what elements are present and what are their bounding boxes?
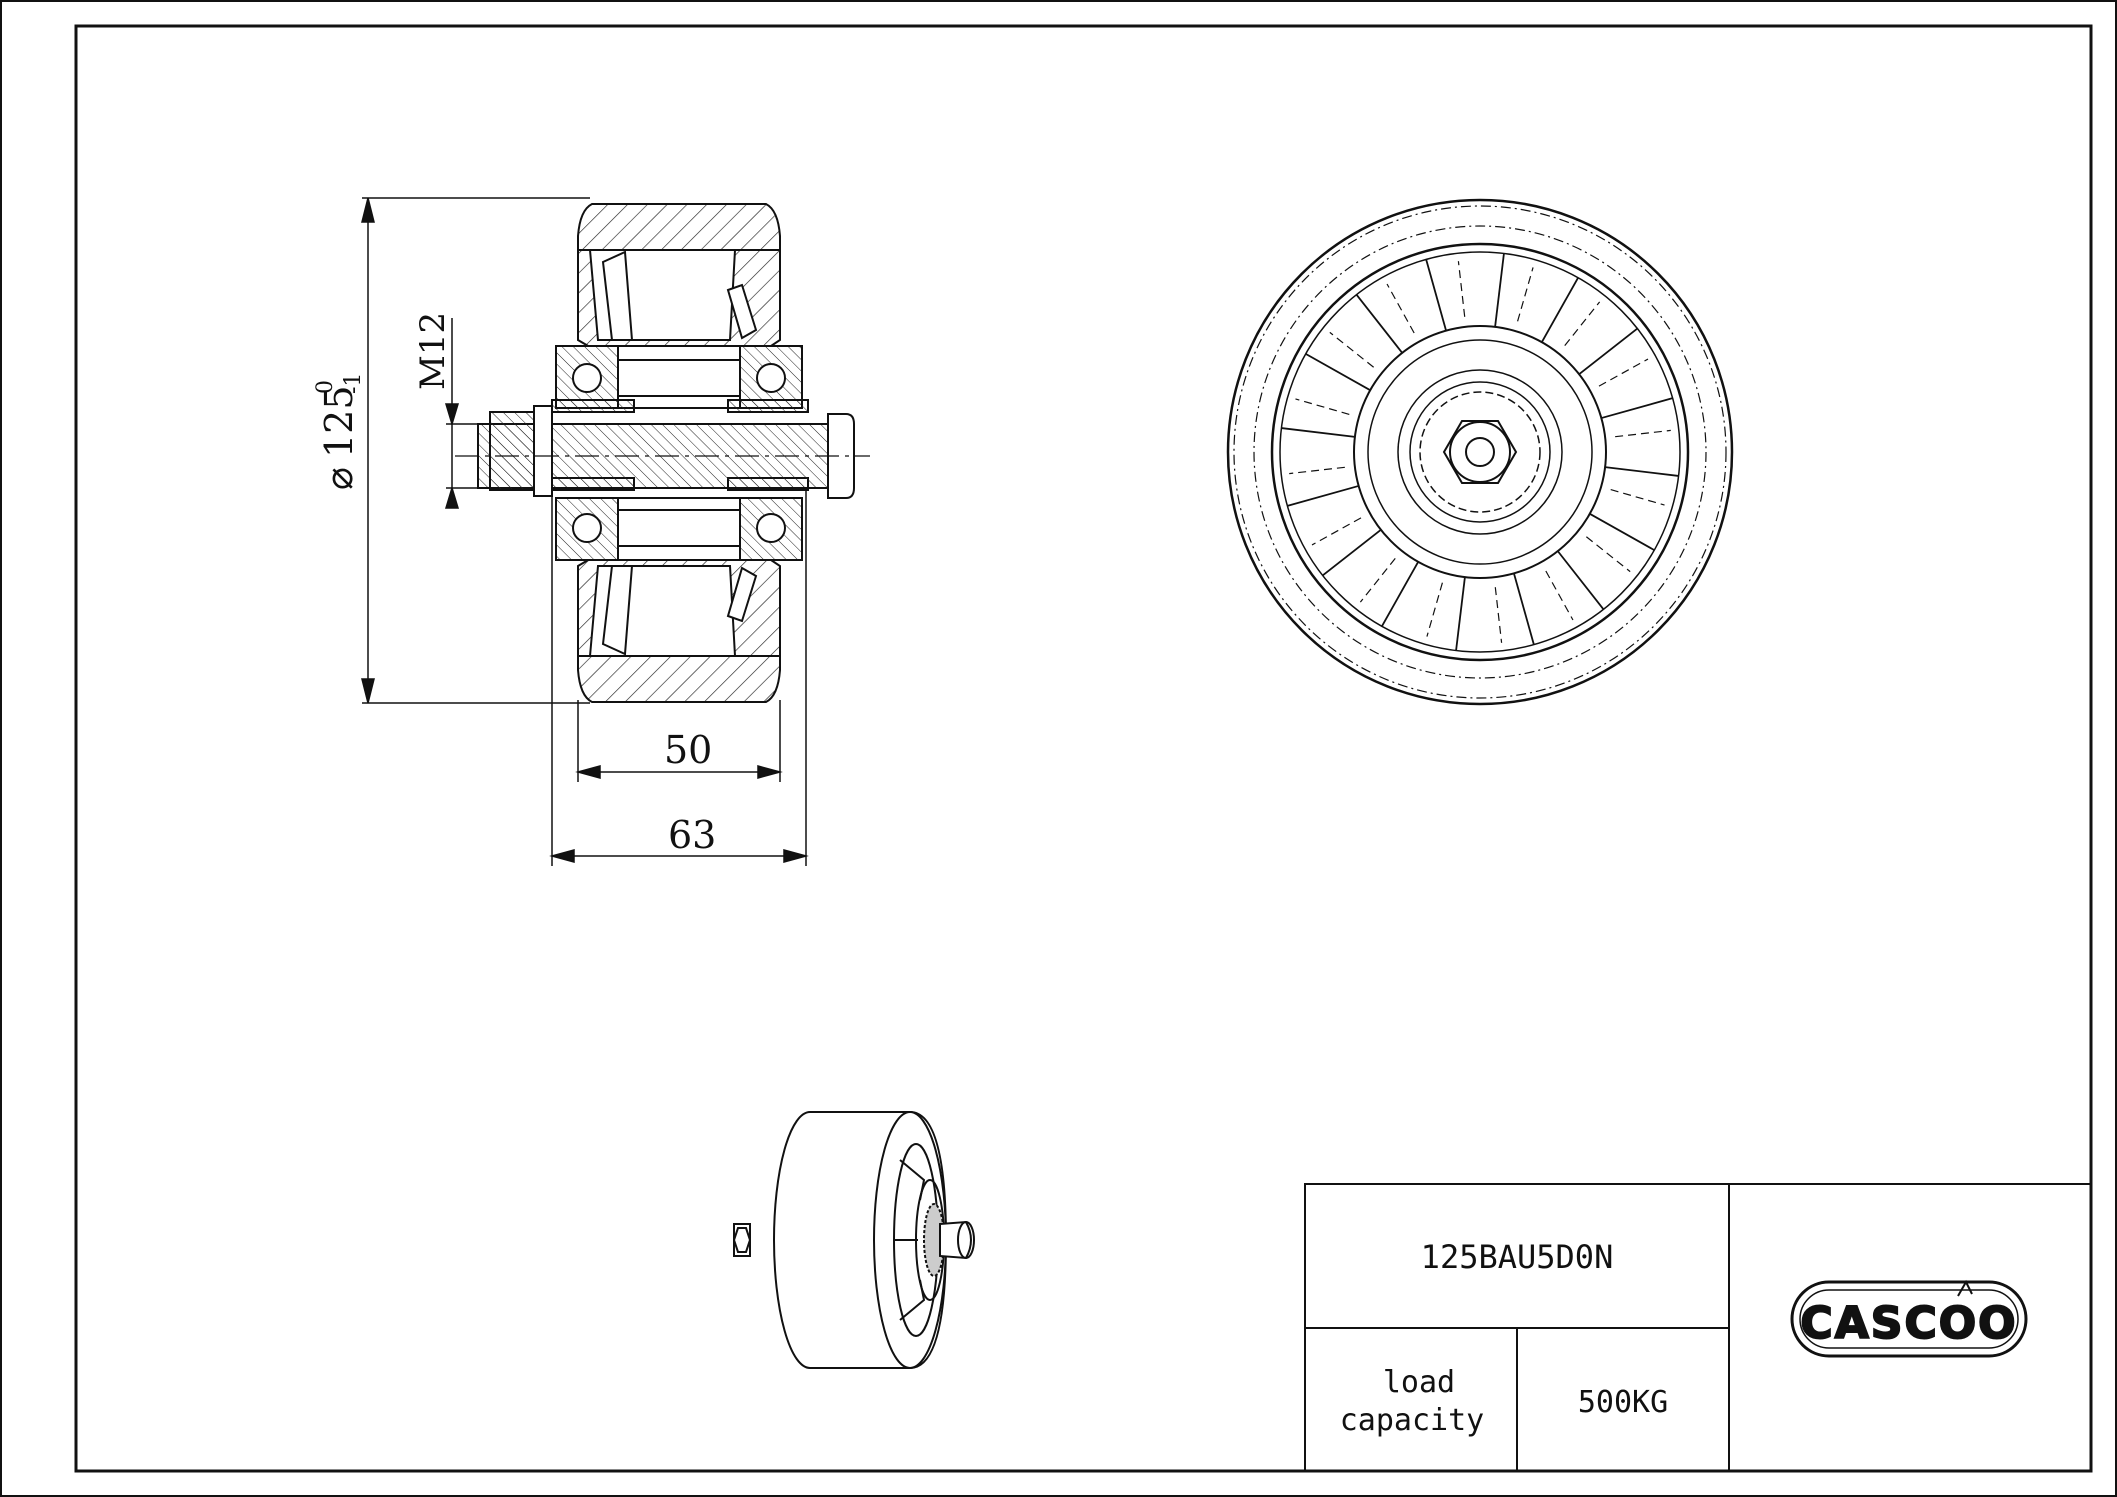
- load-value: 500KG: [1578, 1385, 1668, 1420]
- section-view: [455, 203, 870, 703]
- logo-text: CASCOO: [1800, 1298, 2017, 1349]
- diameter-symbol: ⌀: [317, 467, 361, 490]
- front-spoke: [1322, 529, 1382, 577]
- axle-nut: [489, 411, 535, 491]
- front-spoke: [1557, 550, 1605, 610]
- front-spoke: [1601, 397, 1673, 419]
- front-spoke-hidden: [1359, 557, 1396, 603]
- front-spoke-hidden: [1386, 283, 1415, 334]
- front-spoke: [1604, 466, 1679, 477]
- front-spoke: [1578, 327, 1638, 375]
- load-label-line1: load: [1383, 1365, 1455, 1400]
- front-spoke: [1494, 253, 1505, 328]
- front-spoke-hidden: [1564, 301, 1601, 347]
- front-spoke-hidden: [1494, 587, 1503, 643]
- front-spoke-hidden: [1585, 536, 1631, 573]
- dimensions: [361, 197, 809, 866]
- isometric-view: [732, 1111, 975, 1369]
- diameter-value: 125: [317, 385, 361, 458]
- load-label-line2: capacity: [1340, 1403, 1485, 1438]
- thread-label: M12: [413, 312, 453, 390]
- tolerance-lower: -1: [341, 373, 366, 394]
- front-spoke-hidden: [1610, 489, 1665, 506]
- front-spoke: [1281, 427, 1356, 438]
- logo-arrow-icon: [1957, 1279, 1973, 1297]
- front-spoke-hidden: [1311, 517, 1362, 546]
- tire-bottom: [577, 655, 781, 703]
- width-inner-label: 50: [664, 728, 712, 772]
- inner-frame: [74, 24, 2093, 1473]
- front-spoke: [1305, 353, 1371, 391]
- cascoo-logo: CASCOO: [1790, 1279, 2028, 1358]
- tolerance-upper: 0: [313, 380, 338, 394]
- front-spoke: [1355, 294, 1403, 354]
- front-spoke-hidden: [1289, 466, 1345, 475]
- front-spoke-hidden: [1426, 582, 1443, 637]
- front-spoke-hidden: [1615, 429, 1671, 438]
- front-spoke: [1589, 513, 1655, 551]
- front-spoke: [1455, 576, 1466, 651]
- front-spoke-hidden: [1457, 261, 1466, 317]
- front-spoke: [1541, 277, 1579, 343]
- front-view: [1226, 198, 1734, 706]
- diameter-label: ⌀ 125 0 -1: [313, 373, 366, 490]
- front-spoke: [1287, 485, 1359, 507]
- front-spoke-hidden: [1295, 398, 1350, 415]
- tire-top: [577, 203, 781, 251]
- front-spoke-hidden: [1329, 331, 1375, 368]
- front-spoke-hidden: [1598, 358, 1649, 387]
- front-spoke: [1425, 259, 1447, 331]
- width-outer-label: 63: [668, 813, 716, 857]
- front-spoke: [1513, 573, 1535, 645]
- front-spoke: [1381, 561, 1419, 627]
- part-number: 125BAU5D0N: [1421, 1238, 1614, 1276]
- front-spoke-hidden: [1545, 570, 1574, 621]
- front-spoke-hidden: [1517, 267, 1534, 322]
- title-block: [1304, 1183, 2092, 1472]
